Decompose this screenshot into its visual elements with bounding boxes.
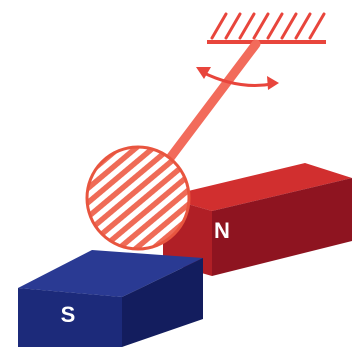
north-pole-label: N xyxy=(214,218,230,243)
pendulum-rod xyxy=(159,39,261,171)
fixed-support-icon xyxy=(207,12,326,44)
oscillation-arrow-icon xyxy=(196,67,279,90)
pendulum-ball xyxy=(85,145,191,251)
south-pole-label: S xyxy=(61,302,76,327)
south-magnet: S xyxy=(18,250,203,347)
